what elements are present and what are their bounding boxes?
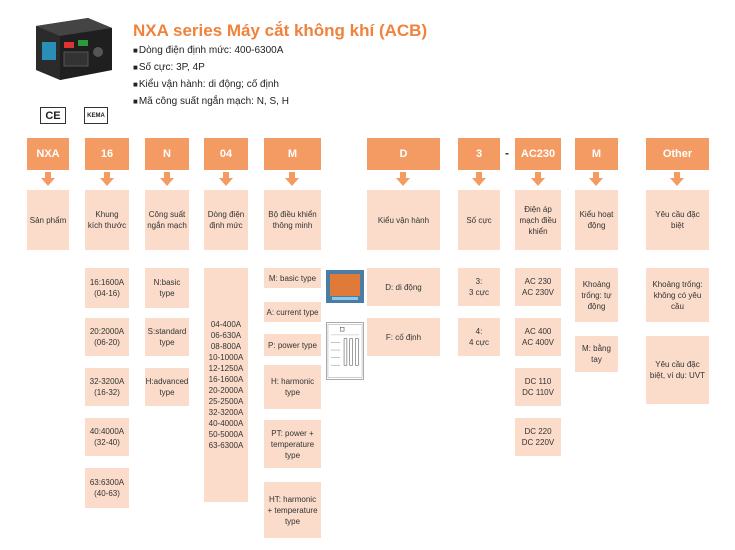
option-special-uvt: Yêu cầu đặc biệt, ví dụ: UVT: [646, 336, 709, 404]
option-controller-power: P: power type: [264, 334, 321, 356]
code-operation-mode: M: [575, 138, 618, 170]
feature-list: Dòng điện định mức: 400-6300A Số cực: 3P…: [133, 42, 289, 110]
option-controller-power-temp: PT: power + temperature type: [264, 420, 321, 468]
desc-rated-current: Dòng điện định mức: [204, 190, 248, 250]
down-arrow-icon: [100, 172, 114, 186]
desc-operation-mode: Kiểu hoạt động: [575, 190, 618, 250]
down-arrow-icon: [396, 172, 410, 186]
page-title: NXA series Máy cắt không khí (ACB): [133, 21, 428, 40]
desc-poles: Số cực: [458, 190, 500, 250]
feature-item: Mã công suất ngắn mạch: N, S, H: [133, 93, 289, 110]
down-arrow-icon: [589, 172, 603, 186]
separator-dash: -: [505, 146, 509, 160]
option-controller-current: A: current type: [264, 302, 321, 322]
option-standard-type: S:standard type: [145, 318, 189, 356]
option-frame-1600: 16:1600A (04-16): [85, 268, 129, 308]
code-product: NXA: [27, 138, 69, 170]
down-arrow-icon: [472, 172, 486, 186]
option-advanced-type: H:advanced type: [145, 368, 189, 406]
desc-controller: Bộ điều khiển thông minh: [264, 190, 321, 250]
option-frame-3200: 32-3200A (16-32): [85, 368, 129, 406]
desc-product: Sản phẩm: [27, 190, 69, 250]
option-controller-harmonic-temp: HT: harmonic + temperature type: [264, 482, 321, 538]
feature-item: Số cực: 3P, 4P: [133, 59, 289, 76]
code-operation-type: D: [367, 138, 440, 170]
desc-frame-size: Khung kích thước: [85, 190, 129, 250]
code-rated-current: 04: [204, 138, 248, 170]
option-withdrawable: D: di động: [367, 268, 440, 306]
option-ac400: AC 400 AC 400V: [515, 318, 561, 356]
ce-mark: CE: [40, 107, 66, 124]
product-image: [36, 18, 112, 80]
option-automatic: Khoảng trống: tự động: [575, 268, 618, 322]
down-arrow-icon: [285, 172, 299, 186]
desc-special-requirement: Yêu cầu đặc biệt: [646, 190, 709, 250]
code-special-requirement: Other: [646, 138, 709, 170]
down-arrow-icon: [531, 172, 545, 186]
option-frame-6300: 63:6300A (40-63): [85, 468, 129, 508]
option-controller-basic: M: basic type: [264, 268, 321, 288]
code-poles: 3: [458, 138, 500, 170]
feature-item: Kiểu vận hành: di động; cố định: [133, 76, 289, 93]
kema-mark: KEMA: [84, 107, 108, 124]
feature-item: Dòng điện định mức: 400-6300A: [133, 42, 289, 59]
down-arrow-icon: [219, 172, 233, 186]
option-controller-harmonic: H: harmonic type: [264, 365, 321, 409]
desc-control-voltage: Điện áp mạch điều khiển: [515, 190, 561, 250]
option-ac230: AC 230 AC 230V: [515, 268, 561, 306]
option-3-poles: 3: 3 cực: [458, 268, 500, 306]
desc-breaking-capacity: Công suất ngắn mạch: [145, 190, 189, 250]
option-frame-4000: 40:4000A (32-40): [85, 418, 129, 456]
down-arrow-icon: [670, 172, 684, 186]
code-breaking-capacity: N: [145, 138, 189, 170]
option-frame-2000: 20:2000A (06-20): [85, 318, 129, 356]
option-dc110: DC 110 DC 110V: [515, 368, 561, 406]
code-control-voltage: AC230: [515, 138, 561, 170]
controller-display-image: [326, 270, 364, 303]
down-arrow-icon: [160, 172, 174, 186]
desc-operation-type: Kiểu vận hành: [367, 190, 440, 250]
option-dc220: DC 220 DC 220V: [515, 418, 561, 456]
code-frame-size: 16: [85, 138, 129, 170]
option-basic-type: N:basic type: [145, 268, 189, 308]
option-no-requirement: Khoảng trống: không có yêu cầu: [646, 268, 709, 322]
option-rated-current-list: 04-400A 06-630A 08-800A 10-1000A 12-1250…: [204, 268, 248, 502]
option-fixed: F: cố định: [367, 318, 440, 356]
option-manual: M: bằng tay: [575, 336, 618, 372]
down-arrow-icon: [41, 172, 55, 186]
controller-panel-image: [326, 322, 364, 380]
option-4-poles: 4: 4 cực: [458, 318, 500, 356]
code-controller: M: [264, 138, 321, 170]
